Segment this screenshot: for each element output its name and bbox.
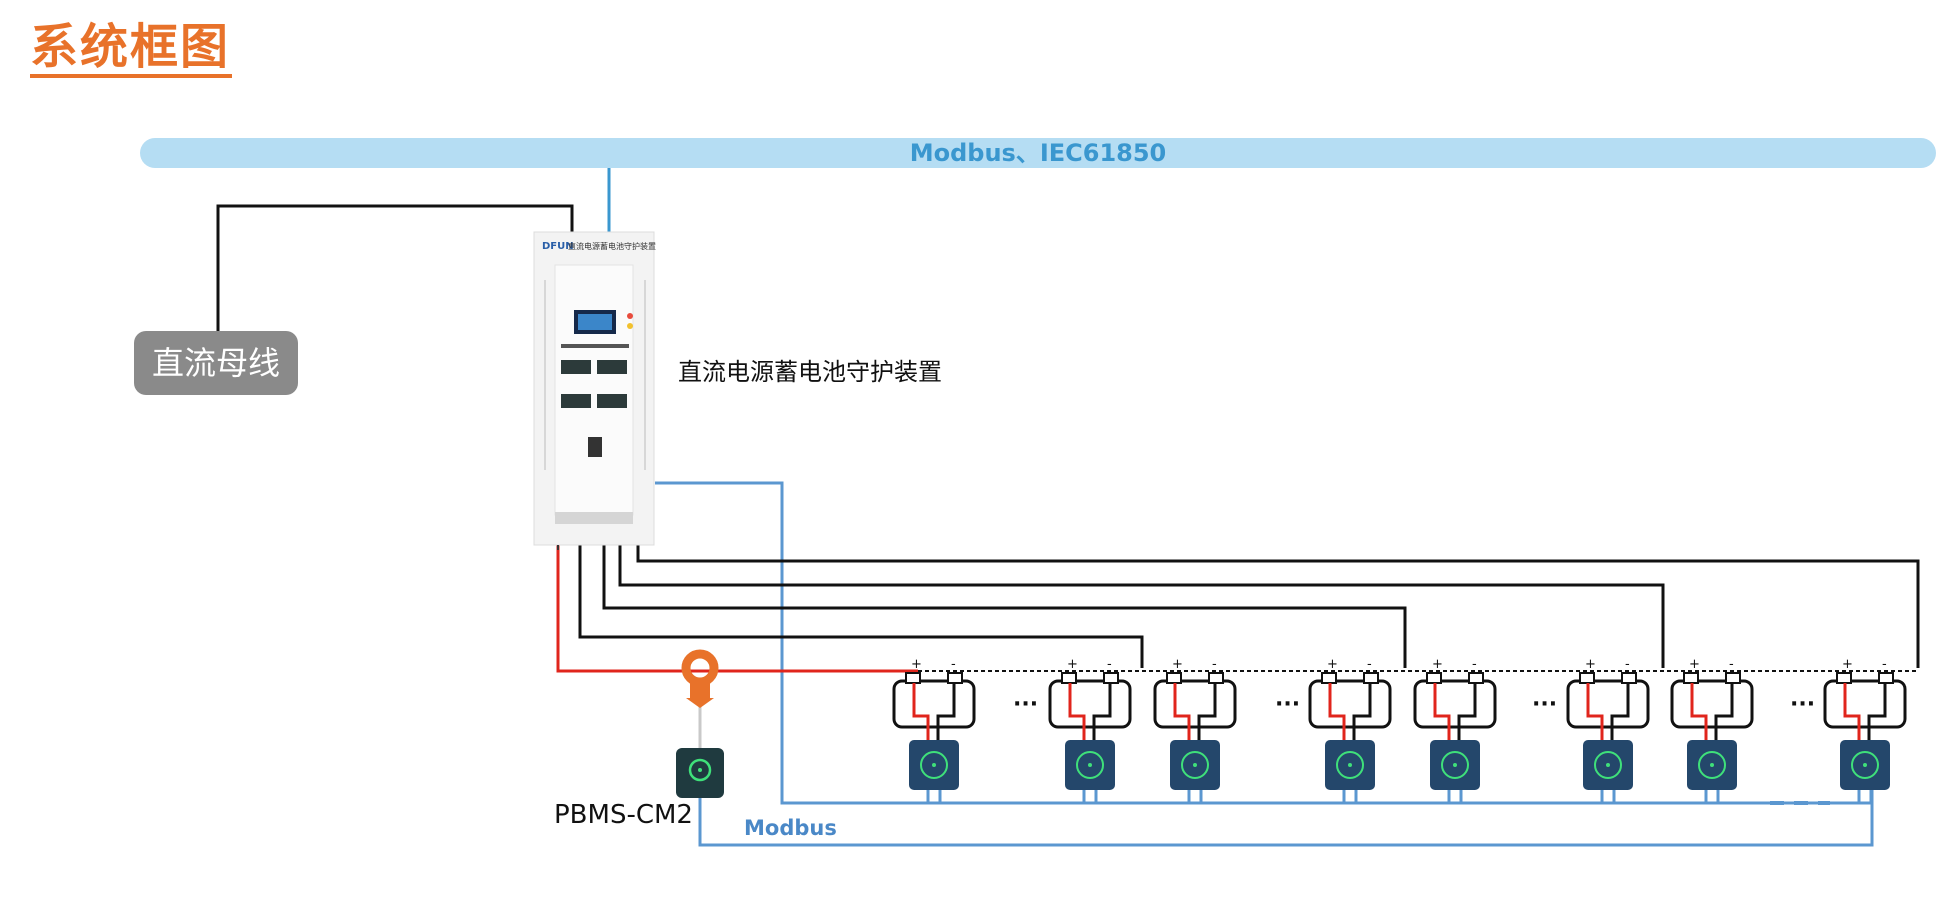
battery-cell: +- (892, 657, 976, 803)
string-line-3 (618, 545, 1665, 668)
ellipsis: ··· (1532, 692, 1557, 717)
terminal-minus: - (1212, 657, 1217, 672)
ellipsis: ··· (1275, 692, 1300, 717)
protection-device-label: 直流电源蓄电池守护装置 (678, 358, 942, 386)
terminal-plus: + (1689, 657, 1700, 672)
pbms-monitor-label: PBMS-CM2 (554, 800, 693, 830)
monitor-modbus-wire (698, 783, 1874, 847)
terminal-minus: - (1367, 657, 1372, 672)
protection-device-cabinet (533, 231, 655, 546)
ellipsis: ··· (1790, 692, 1815, 717)
battery-cell: +- (1566, 657, 1650, 803)
network-bus: Modbus、IEC61850 (140, 138, 1936, 168)
battery-sensor-module (1065, 740, 1115, 790)
terminal-plus: + (1585, 657, 1596, 672)
cabinet-modbus-wire (655, 481, 1872, 805)
battery-cell: +- (1308, 657, 1392, 803)
modbus-link-label: Modbus (744, 816, 837, 840)
string-line-1 (578, 545, 1144, 668)
dc-bus-wire (216, 204, 574, 331)
battery-sensor-module (1325, 740, 1375, 790)
terminal-minus: - (951, 657, 956, 672)
terminal-plus: + (911, 657, 922, 672)
title-underline (30, 74, 232, 78)
terminal-minus: - (1625, 657, 1630, 672)
ellipsis: ··· (1013, 692, 1038, 717)
battery-cell: +- (1153, 657, 1237, 803)
cabinet-brand: DFUN (542, 241, 574, 252)
battery-cell: +- (1413, 657, 1497, 803)
battery-sensor-module (1430, 740, 1480, 790)
battery-array: +-+-+-+-+-+-+-+-············ (892, 657, 1907, 803)
pbms-monitor-icon (676, 748, 724, 798)
battery-cell: +- (1823, 657, 1907, 803)
terminal-plus: + (1067, 657, 1078, 672)
terminal-minus: - (1472, 657, 1477, 672)
current-sensor-icon (681, 649, 719, 748)
string-line-4 (636, 545, 1920, 668)
main-power-line (556, 545, 918, 673)
battery-sensor-module (1687, 740, 1737, 790)
battery-sensor-module (1583, 740, 1633, 790)
page-title: 系统框图 (30, 19, 231, 75)
terminal-minus: - (1882, 657, 1887, 672)
terminal-plus: + (1842, 657, 1853, 672)
cabinet-panel-title: 直流电源蓄电池守护装置 (568, 241, 656, 251)
string-line-2 (602, 545, 1407, 668)
terminal-plus: + (1172, 657, 1183, 672)
terminal-minus: - (1107, 657, 1112, 672)
battery-cell: +- (1670, 657, 1754, 803)
dc-bus-box: 直流母线 (134, 331, 298, 395)
terminal-plus: + (1432, 657, 1443, 672)
battery-sensor-module (1840, 740, 1890, 790)
battery-cell: +- (1048, 657, 1132, 803)
network-bus-label: Modbus、IEC61850 (909, 139, 1167, 167)
terminal-minus: - (1729, 657, 1734, 672)
terminal-plus: + (1327, 657, 1338, 672)
battery-sensor-module (909, 740, 959, 790)
battery-sensor-module (1170, 740, 1220, 790)
